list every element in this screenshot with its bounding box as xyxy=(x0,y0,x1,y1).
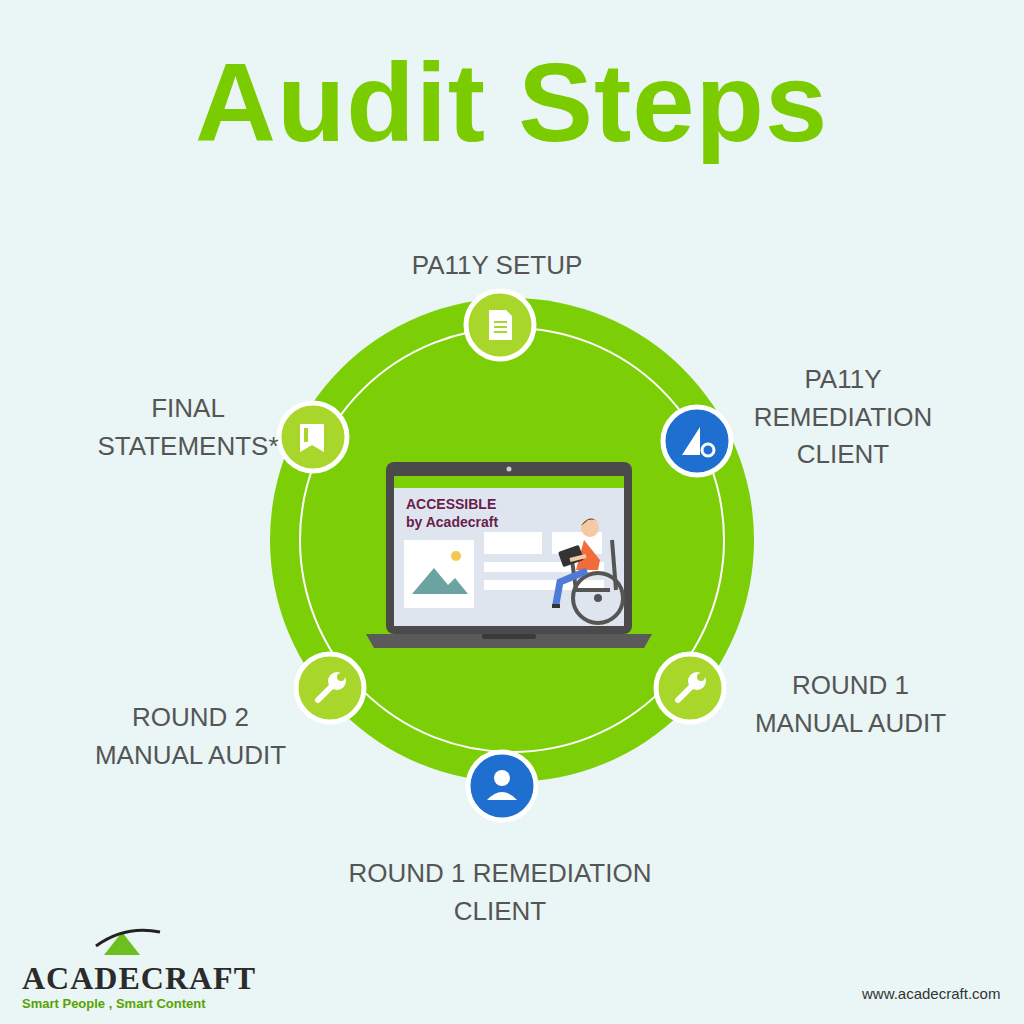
step-label: ROUND 1 REMEDIATION CLIENT xyxy=(340,855,660,930)
wheelchair-user xyxy=(552,518,623,623)
logo-mark xyxy=(96,930,160,955)
screen-text: by Acadecraft xyxy=(406,514,498,530)
step-icon xyxy=(466,291,534,359)
step-label: FINAL STATEMENTS* xyxy=(83,390,293,465)
brand-name: ACADECRAFT xyxy=(22,960,256,997)
step-icon xyxy=(468,752,536,820)
step-icon xyxy=(296,654,364,722)
main-disc xyxy=(270,298,754,782)
website-url: www.acadecraft.com xyxy=(862,985,1000,1002)
step-label: PA11Y REMEDIATION CLIENT xyxy=(743,361,943,474)
step-label: ROUND 1 MANUAL AUDIT xyxy=(738,667,963,742)
laptop xyxy=(366,462,652,648)
screen-text: ACCESSIBLE xyxy=(406,496,496,512)
step-icon xyxy=(279,403,347,471)
brand-tagline: Smart People , Smart Content xyxy=(22,996,205,1011)
diagram-title: Audit Steps xyxy=(195,38,828,167)
step-icon xyxy=(656,654,724,722)
step-icon xyxy=(663,407,731,475)
step-label: ROUND 2 MANUAL AUDIT xyxy=(78,699,303,774)
step-label: PA11Y SETUP xyxy=(367,247,627,285)
